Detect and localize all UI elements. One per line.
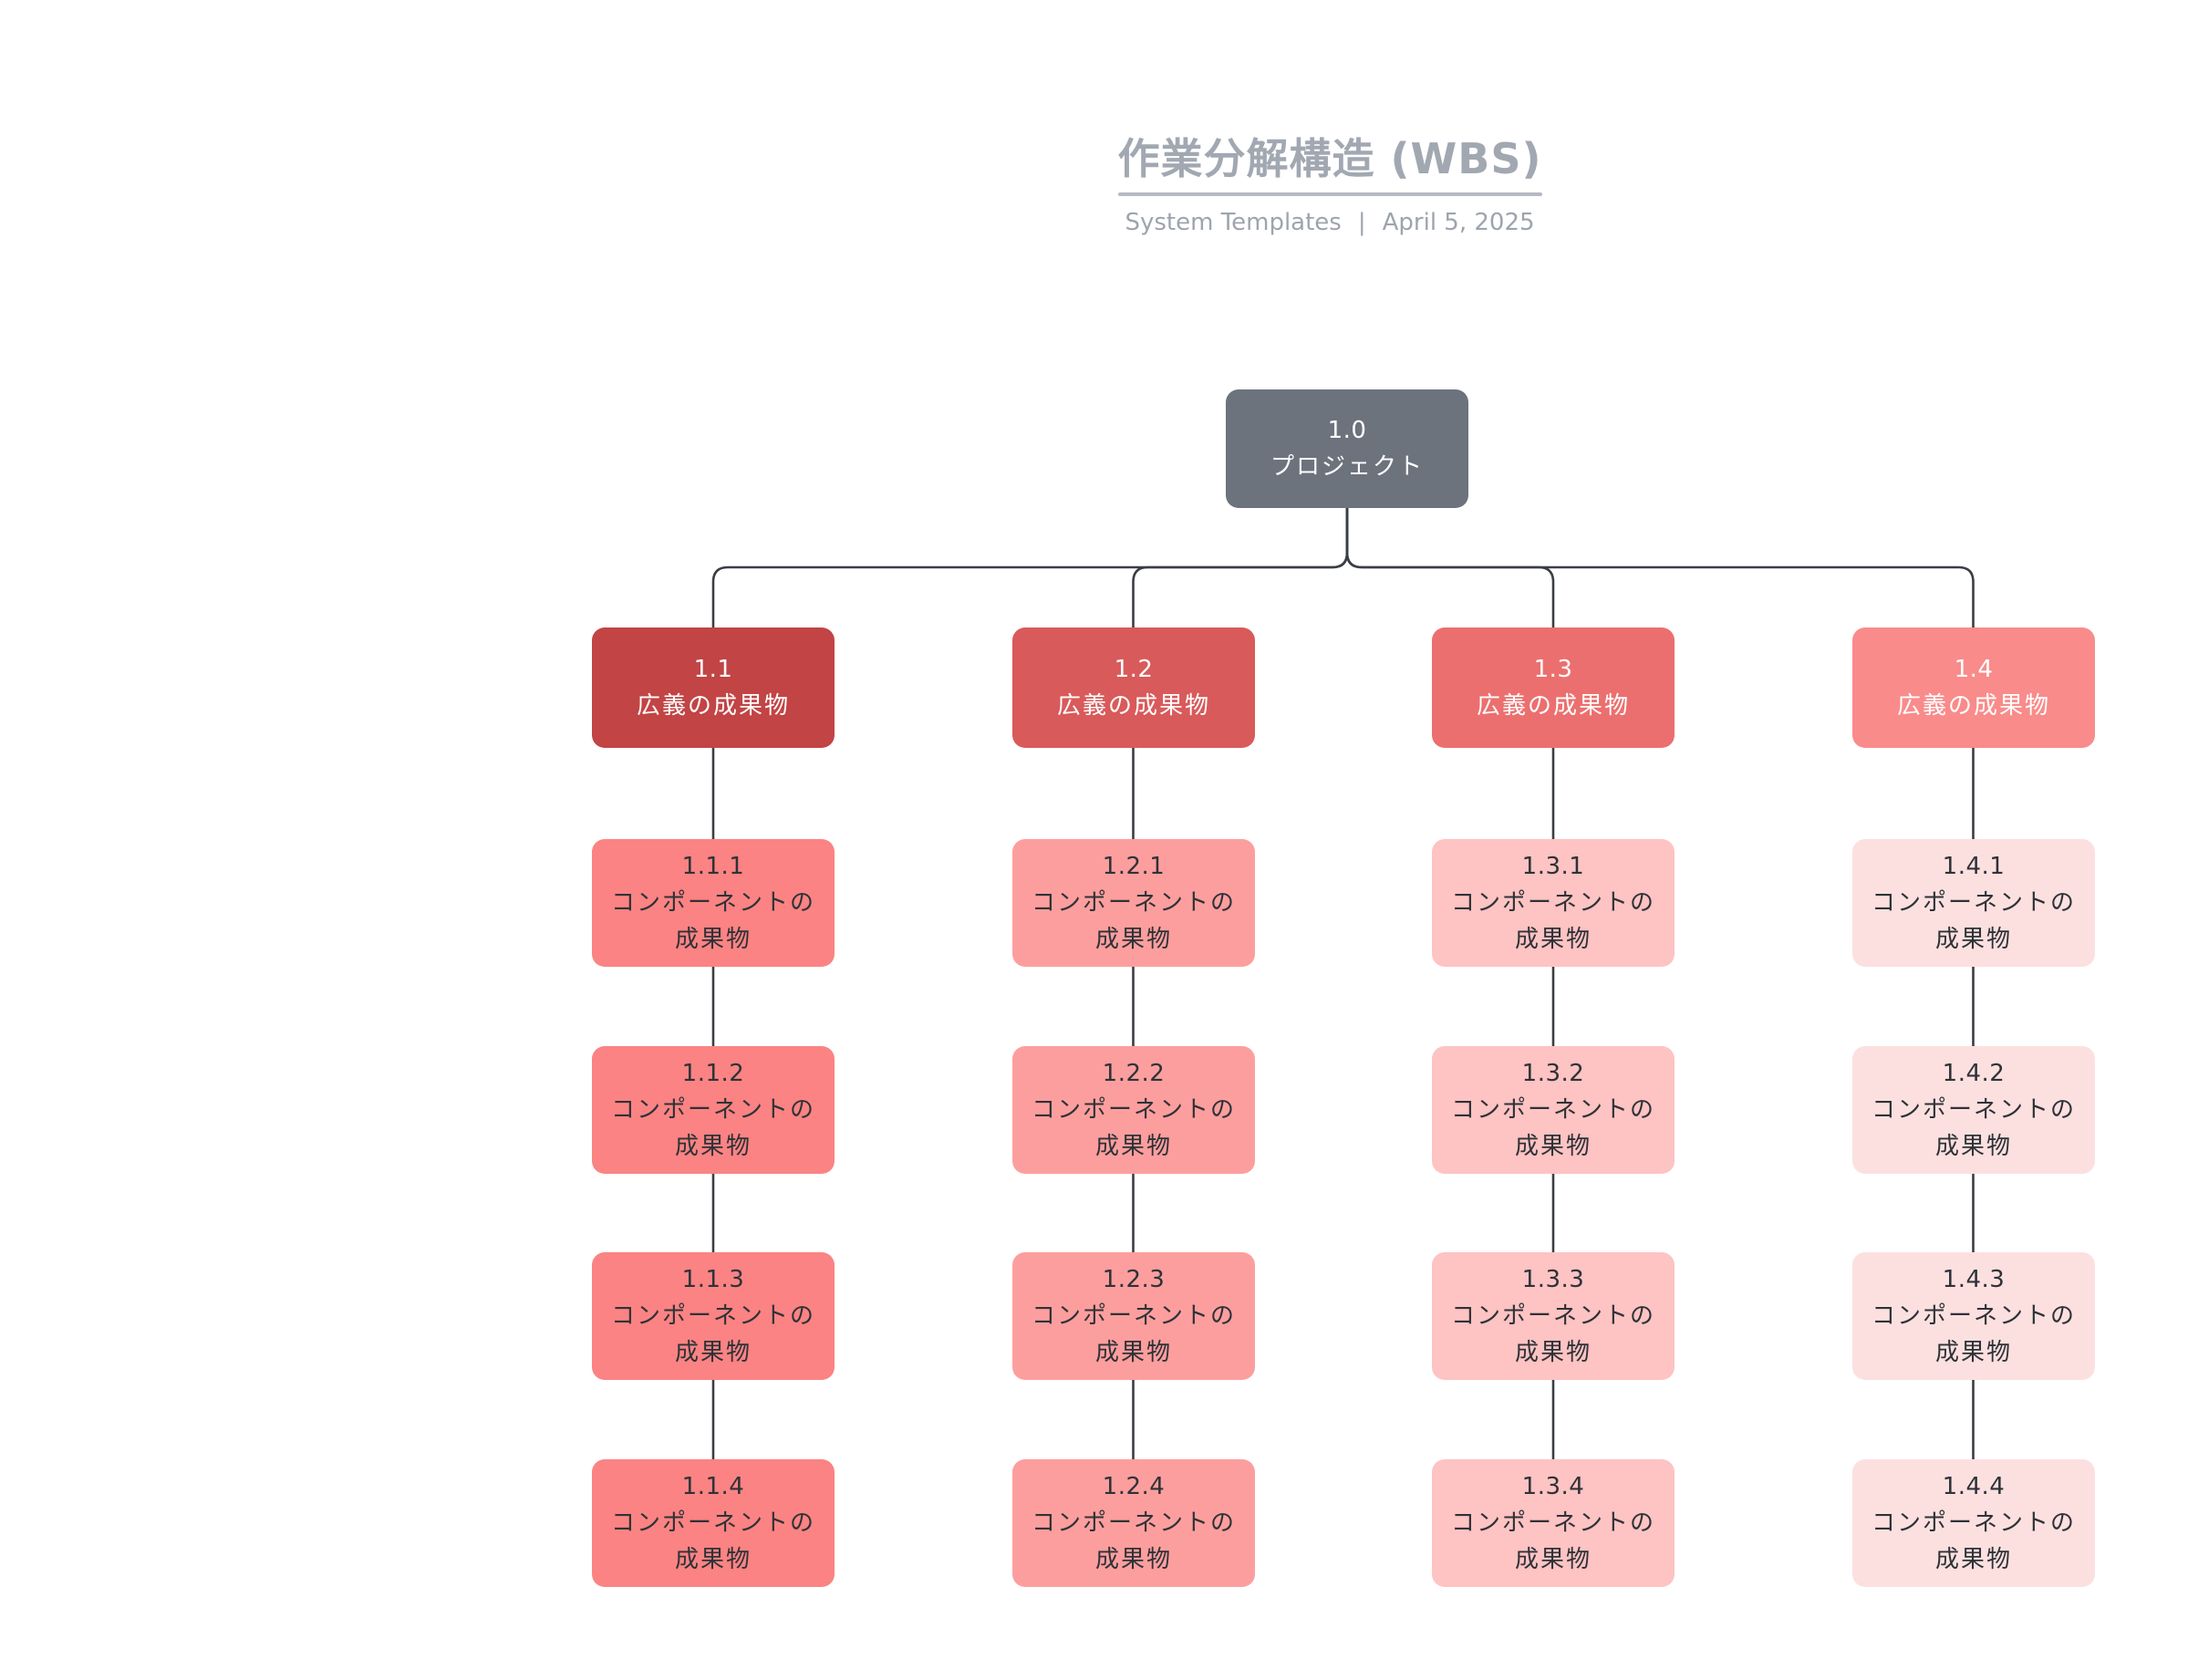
node-label: 成果物 (1514, 1339, 1592, 1366)
node-label: 成果物 (1514, 926, 1592, 953)
node-label: コンポーネントの (1450, 889, 1655, 917)
node-1-4-4: 1.4.4 コンポーネントの 成果物 (1852, 1459, 2095, 1587)
node-1-1-2: 1.1.2 コンポーネントの 成果物 (592, 1046, 835, 1174)
subtitle: System Templates | April 5, 2025 (1056, 209, 1603, 236)
node-1-4-1: 1.4.1 コンポーネントの 成果物 (1852, 839, 2095, 967)
node-id: 1.1.3 (681, 1266, 745, 1293)
node-id: 1.3.2 (1521, 1060, 1585, 1087)
node-label: 広義の成果物 (636, 692, 790, 720)
node-1-1-1: 1.1.1 コンポーネントの 成果物 (592, 839, 835, 967)
node-label: コンポーネントの (1450, 1302, 1655, 1330)
node-label: 成果物 (1514, 1133, 1592, 1160)
node-1-1: 1.1 広義の成果物 (592, 627, 835, 748)
node-1-4: 1.4 広義の成果物 (1852, 627, 2095, 748)
node-id: 1.2.3 (1102, 1266, 1166, 1293)
node-1-3-3: 1.3.3 コンポーネントの 成果物 (1432, 1252, 1675, 1380)
node-label: 広義の成果物 (1896, 692, 2050, 720)
node-id: 1.2.2 (1102, 1060, 1166, 1087)
node-1-3-2: 1.3.2 コンポーネントの 成果物 (1432, 1046, 1675, 1174)
node-1-2: 1.2 広義の成果物 (1012, 627, 1255, 748)
node-id: 1.3.4 (1521, 1473, 1585, 1500)
node-id: 1.2 (1114, 656, 1154, 683)
node-label: 成果物 (1514, 1546, 1592, 1573)
node-label: コンポーネントの (1031, 1096, 1236, 1124)
node-label: 成果物 (1094, 926, 1172, 953)
node-label: 成果物 (674, 1133, 752, 1160)
connector-root-to-1-1 (711, 508, 1349, 627)
node-id: 1.3.3 (1521, 1266, 1585, 1293)
node-id: 1.4.4 (1942, 1473, 2006, 1500)
node-1-2-2: 1.2.2 コンポーネントの 成果物 (1012, 1046, 1255, 1174)
node-label: 広義の成果物 (1476, 692, 1630, 720)
node-label: コンポーネントの (1871, 1509, 2076, 1537)
node-1-3: 1.3 広義の成果物 (1432, 627, 1675, 748)
node-label: コンポーネントの (1450, 1096, 1655, 1124)
node-1-1-3: 1.1.3 コンポーネントの 成果物 (592, 1252, 835, 1380)
node-1-3-1: 1.3.1 コンポーネントの 成果物 (1432, 839, 1675, 967)
connector-root-to-1-2 (1132, 508, 1349, 627)
node-label: コンポーネントの (1031, 1509, 1236, 1537)
node-label: 成果物 (1934, 1546, 2012, 1573)
node-1-4-2: 1.4.2 コンポーネントの 成果物 (1852, 1046, 2095, 1174)
node-id: 1.2.4 (1102, 1473, 1166, 1500)
node-id: 1.3.1 (1521, 853, 1585, 880)
node-label: コンポーネントの (1871, 889, 2076, 917)
title-underline (1117, 192, 1542, 196)
subtitle-separator: | (1357, 208, 1366, 236)
node-1-3-4: 1.3.4 コンポーネントの 成果物 (1432, 1459, 1675, 1587)
node-label: コンポーネントの (1871, 1096, 2076, 1124)
node-id: 1.4 (1954, 656, 1994, 683)
node-label: コンポーネントの (610, 889, 815, 917)
node-1-1-4: 1.1.4 コンポーネントの 成果物 (592, 1459, 835, 1587)
node-label: プロジェクト (1270, 453, 1424, 481)
node-id: 1.1.4 (681, 1473, 745, 1500)
node-label: 広義の成果物 (1056, 692, 1210, 720)
subtitle-author: System Templates (1125, 208, 1342, 236)
node-label: コンポーネントの (610, 1509, 815, 1537)
node-label: 成果物 (1934, 1133, 2012, 1160)
node-id: 1.4.3 (1942, 1266, 2006, 1293)
connector-root-to-1-4 (1345, 508, 1975, 627)
node-label: 成果物 (1934, 1339, 2012, 1366)
node-label: 成果物 (674, 1546, 752, 1573)
node-label: 成果物 (1094, 1546, 1172, 1573)
subtitle-date: April 5, 2025 (1382, 208, 1535, 236)
node-label: コンポーネントの (1450, 1509, 1655, 1537)
node-label: 成果物 (1094, 1133, 1172, 1160)
node-1-4-3: 1.4.3 コンポーネントの 成果物 (1852, 1252, 2095, 1380)
document-header: 作業分解構造 (WBS) System Templates | April 5,… (1056, 135, 1603, 236)
node-1-2-1: 1.2.1 コンポーネントの 成果物 (1012, 839, 1255, 967)
node-label: コンポーネントの (1871, 1302, 2076, 1330)
node-1-0: 1.0 プロジェクト (1226, 389, 1468, 508)
connector-root-to-1-3 (1345, 508, 1555, 627)
node-label: コンポーネントの (610, 1096, 815, 1124)
node-id: 1.1.1 (681, 853, 745, 880)
node-label: 成果物 (674, 1339, 752, 1366)
node-label: 成果物 (1094, 1339, 1172, 1366)
node-id: 1.1.2 (681, 1060, 745, 1087)
node-id: 1.2.1 (1102, 853, 1166, 880)
node-1-2-3: 1.2.3 コンポーネントの 成果物 (1012, 1252, 1255, 1380)
node-id: 1.3 (1533, 656, 1573, 683)
node-label: 成果物 (674, 926, 752, 953)
node-label: コンポーネントの (610, 1302, 815, 1330)
node-1-2-4: 1.2.4 コンポーネントの 成果物 (1012, 1459, 1255, 1587)
node-id: 1.0 (1327, 417, 1367, 444)
node-label: コンポーネントの (1031, 1302, 1236, 1330)
node-id: 1.4.2 (1942, 1060, 2006, 1087)
node-label: 成果物 (1934, 926, 2012, 953)
node-id: 1.4.1 (1942, 853, 2006, 880)
node-id: 1.1 (693, 656, 733, 683)
page-title: 作業分解構造 (WBS) (1117, 134, 1542, 183)
node-label: コンポーネントの (1031, 889, 1236, 917)
